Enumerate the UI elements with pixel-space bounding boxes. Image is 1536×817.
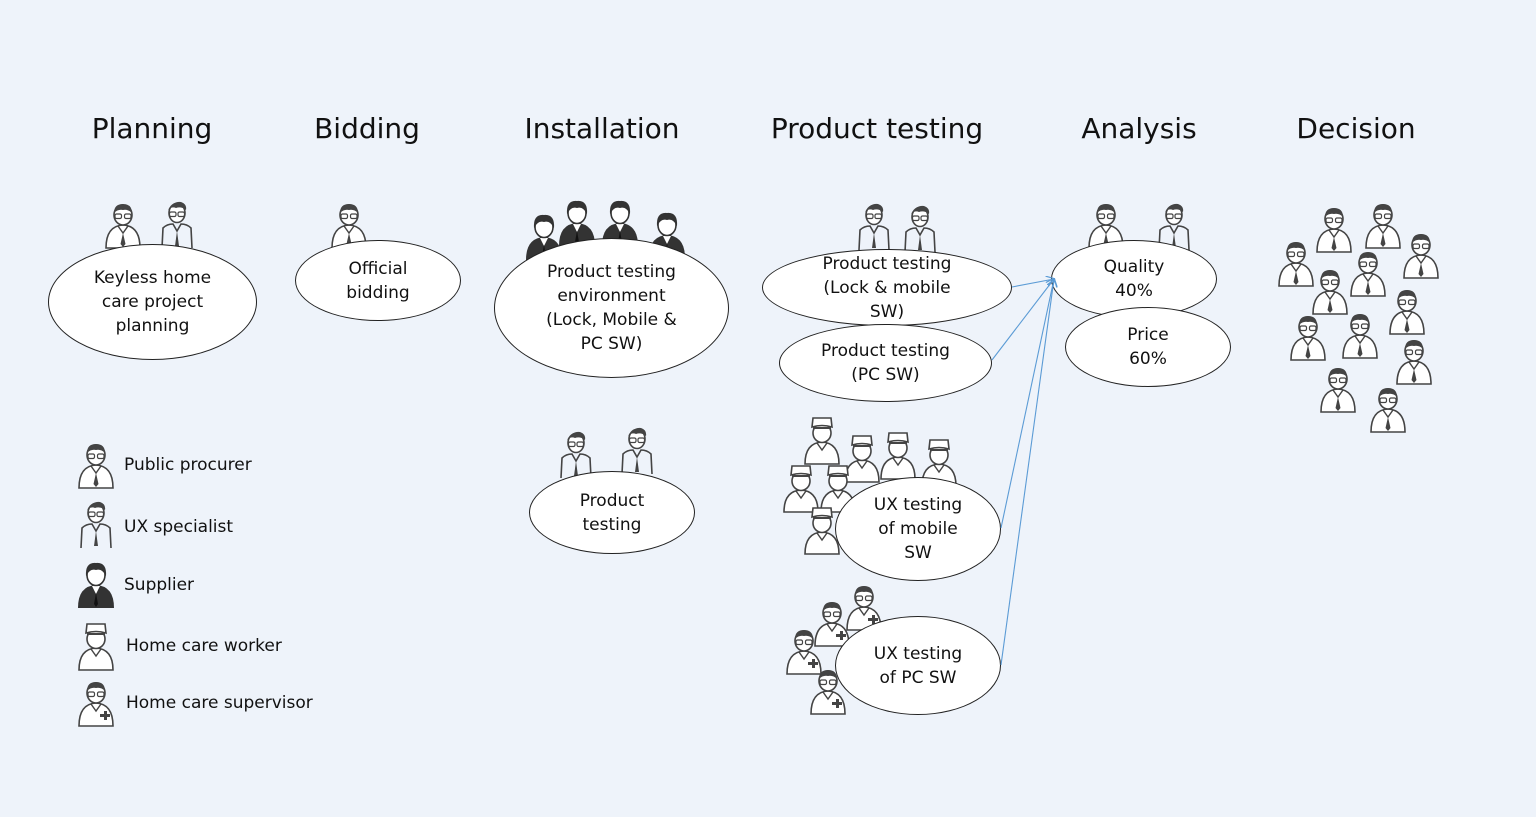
phase-bidding: Bidding bbox=[314, 112, 420, 145]
arrow-ux-pc-to-quality bbox=[1000, 279, 1054, 666]
activity-testing-lock-mobile: Product testing (Lock & mobile SW) bbox=[762, 249, 1012, 326]
legend-public-procurer: Public procurer bbox=[124, 455, 252, 475]
phase-planning: Planning bbox=[91, 112, 213, 145]
legend-supplier: Supplier bbox=[124, 575, 195, 595]
activity-ux-pc: UX testing of PC SW bbox=[835, 616, 1001, 715]
arrow-lock-mobile-to-quality bbox=[1011, 279, 1054, 288]
legend-ux-specialist: UX specialist bbox=[124, 517, 234, 537]
arrow-ux-mobile-to-quality bbox=[1000, 279, 1054, 529]
legend-home-care-supervisor: Home care supervisor bbox=[126, 693, 313, 713]
activity-testing-pc: Product testing (PC SW) bbox=[779, 324, 992, 402]
phase-analysis: Analysis bbox=[1081, 112, 1197, 145]
activity-project-planning: Keyless home care project planning bbox=[48, 244, 257, 360]
phase-product-testing: Product testing bbox=[770, 112, 984, 145]
phase-decision: Decision bbox=[1296, 112, 1416, 145]
activity-installation-testing: Product testing bbox=[529, 471, 695, 554]
activity-test-environment: Product testing environment (Lock, Mobil… bbox=[494, 238, 729, 378]
legend-home-care-worker: Home care worker bbox=[126, 636, 282, 656]
arrow-pc-to-quality bbox=[991, 279, 1054, 361]
activity-official-bidding: Official bidding bbox=[295, 240, 461, 321]
criterion-quality: Quality 40% bbox=[1051, 240, 1217, 318]
activity-ux-mobile: UX testing of mobile SW bbox=[835, 477, 1001, 581]
phase-installation: Installation bbox=[524, 112, 680, 145]
criterion-price: Price 60% bbox=[1065, 307, 1231, 387]
